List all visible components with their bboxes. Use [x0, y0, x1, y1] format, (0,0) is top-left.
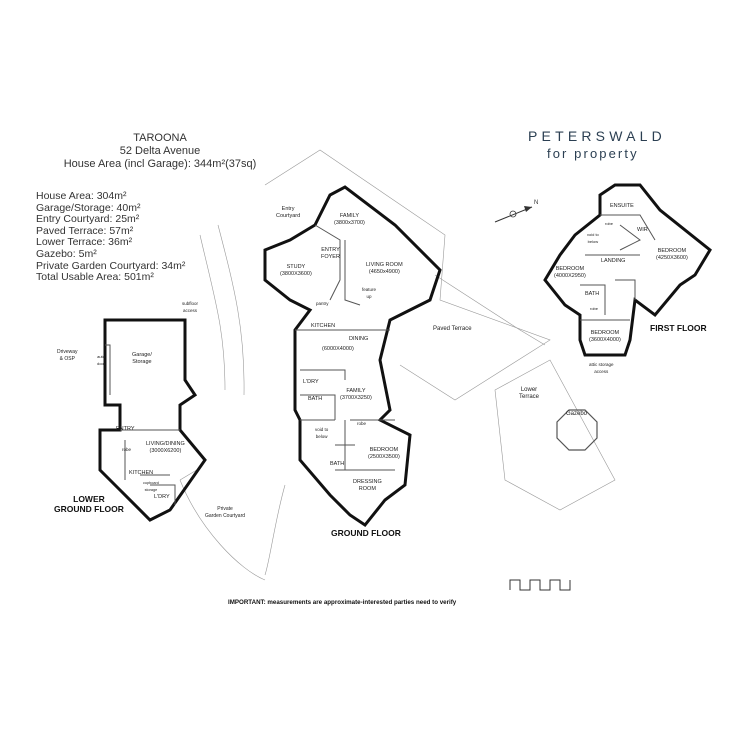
site-outlines [179, 149, 616, 581]
scale-bar [509, 579, 571, 591]
room-label-void-first: void to below [587, 232, 599, 244]
area-item: Entry Courtyard: 25m² [36, 213, 140, 226]
room-label-robe-first: robe [605, 221, 614, 226]
room-label-lower-terrace: Lower Terrace [519, 387, 540, 400]
ground-floor-walls [263, 185, 442, 528]
lower-ground-interior [105, 344, 180, 505]
room-label-garage: Garage/ Storage [132, 352, 152, 365]
room-label-bath-ground: BATH [308, 396, 323, 402]
north-compass [494, 206, 533, 223]
room-label-bedroom-first-3: BEDROOM (3600X4000) [589, 330, 621, 343]
room-label-laundry-lower: L'DRY [154, 494, 170, 500]
ground-floor-interior [295, 224, 395, 471]
floor-label-first: FIRST FLOOR [650, 323, 707, 333]
room-label-attic: attic storage access [589, 362, 614, 374]
room-label-feature: feature up [362, 287, 377, 299]
house-area-line: House Area (incl Garage): 344m²(37sq) [63, 158, 257, 170]
area-item: Garage/Storage: 40m² [36, 201, 141, 214]
room-label-entry-lower: ENTRY [116, 426, 135, 432]
compass-north-label: N [534, 200, 539, 206]
room-label-cupboard: cupboard storage [143, 481, 159, 492]
room-label-living-room: LIVING ROOM (4650x4900) [366, 262, 403, 275]
floor-label-lower-ground: LOWER GROUND FLOOR [54, 494, 124, 514]
room-label-kitchen-lower: KITCHEN [129, 470, 154, 476]
room-label-subfloor: subfloor access [182, 301, 199, 313]
room-label-entry-foyer: ENTRY FOYER [321, 247, 340, 260]
room-label-ensuite: ENSUITE [610, 203, 634, 209]
room-label-kitchen-ground: KITCHEN [311, 323, 336, 329]
room-label-bath-ground-2: BATH [330, 461, 345, 467]
room-label-gazebo: Gazebo [566, 411, 588, 417]
room-label-dining-dim: (6000X4000) [322, 346, 354, 352]
area-item: Total Usable Area: 501m² [36, 271, 154, 284]
gazebo-shape [556, 409, 598, 451]
room-label-laundry-ground: L'DRY [303, 379, 319, 385]
property-header: TAROONA 52 Delta Avenue House Area (incl… [40, 132, 280, 171]
room-label-paved-terrace: Paved Terrace [433, 326, 472, 332]
room-label-robe-ground: robe [357, 421, 367, 426]
area-summary-list: House Area: 304m² Garage/Storage: 40m² E… [36, 190, 186, 284]
room-label-auto-door: auto door [97, 354, 106, 366]
address-line: 52 Delta Avenue [119, 145, 201, 157]
brand-logo-line1: PETERSWALD [528, 128, 666, 144]
room-label-living-dining-lower: LIVING/DINING (3000X6200) [146, 441, 185, 454]
room-label-pantry: pantry [316, 301, 329, 306]
disclaimer-note: IMPORTANT: measurements are approximate-… [228, 599, 457, 606]
room-label-dressing-room: DRESSING ROOM [353, 479, 382, 492]
area-item: Gazebo: 5m² [36, 247, 97, 260]
room-label-bedroom-first-2: BEDROOM (4000X2950) [554, 266, 586, 279]
room-label-void: void to below [315, 427, 329, 439]
room-label-robe-lower: robe [122, 447, 132, 452]
area-item: Private Garden Courtyard: 34m² [36, 259, 186, 272]
suburb-title: TAROONA [133, 132, 187, 144]
first-floor-walls [543, 183, 712, 357]
room-label-entry-courtyard: Entry Courtyard [276, 206, 301, 219]
room-label-landing: LANDING [601, 258, 626, 264]
first-floor-interior [580, 214, 656, 321]
area-item: Lower Terrace: 36m² [36, 236, 133, 249]
room-label-bedroom-ground: BEDROOM (2500X3500) [368, 447, 400, 460]
room-label-driveway: Driveway & OSP [57, 349, 78, 362]
floor-label-ground: GROUND FLOOR [331, 528, 401, 538]
room-label-family-ground: FAMILY (3700X3250) [340, 388, 372, 401]
room-label-study: STUDY (3800X3600) [280, 264, 312, 277]
room-label-private-garden: Private Garden Courtyard [205, 506, 246, 519]
room-label-wir: WIR [637, 227, 648, 233]
brand-logo-line2: for property [547, 146, 639, 161]
room-label-bedroom-first-1: BEDROOM (4250X3600) [656, 248, 688, 261]
lower-ground-walls [98, 318, 207, 522]
area-item: House Area: 304m² [36, 190, 127, 202]
room-label-bath-first: BATH [585, 291, 600, 297]
room-label-robe-first-2: robe [590, 306, 599, 311]
room-label-family-upper: FAMILY (3800x3700) [334, 213, 365, 226]
room-label-dining: DINING [349, 336, 369, 342]
area-item: Paved Terrace: 57m² [36, 224, 134, 237]
